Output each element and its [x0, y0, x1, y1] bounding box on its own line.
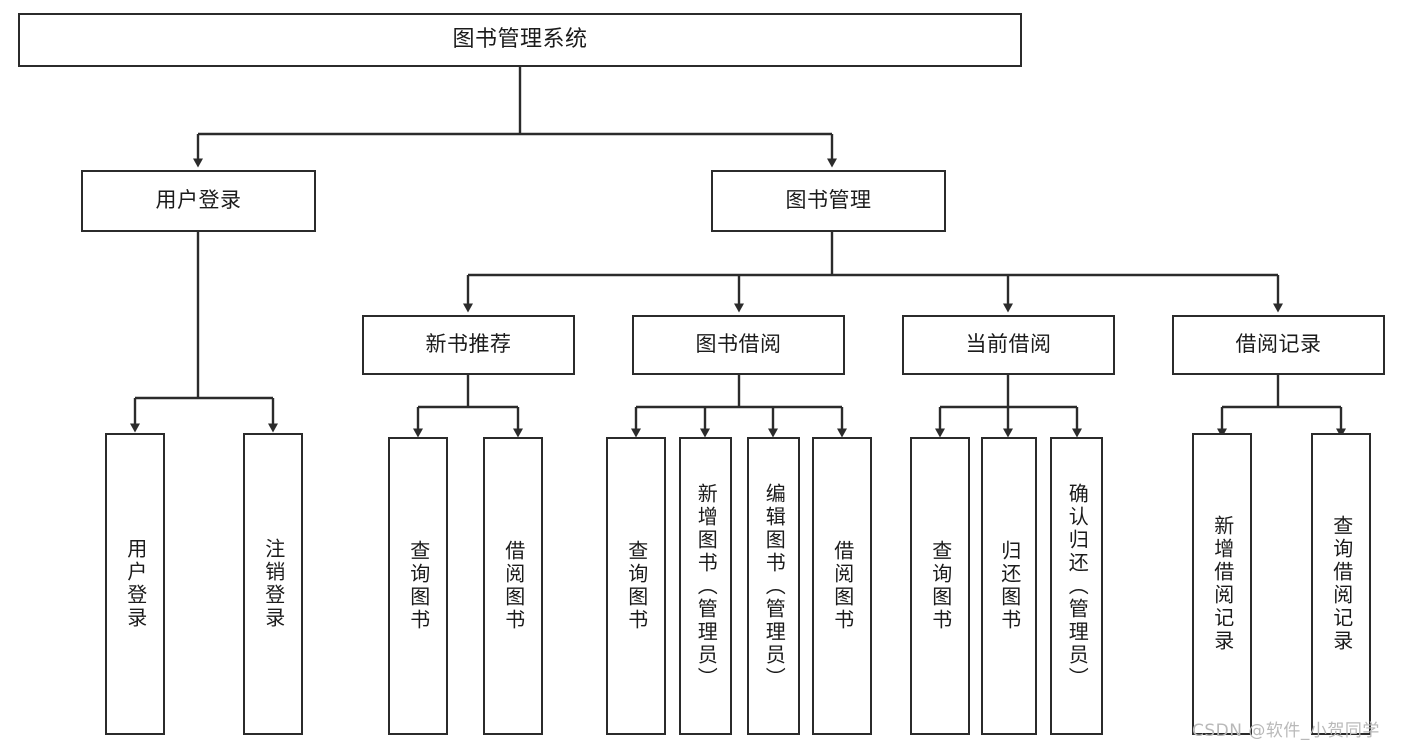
node-leaf-edit-book-admin[interactable]: 编辑图书（管理员）	[747, 437, 800, 735]
node-leaf-edit-book-admin-label: 编辑图书（管理员）	[762, 482, 787, 690]
node-leaf-borrow-book-2-label: 借阅图书	[830, 540, 855, 632]
node-leaf-query-book-3[interactable]: 查询图书	[910, 437, 970, 735]
node-leaf-logout-login[interactable]: 注销登录	[243, 433, 303, 735]
node-leaf-confirm-return-admin-label: 确认归还（管理员）	[1065, 482, 1090, 690]
node-leaf-query-borrow-record-label: 查询借阅记录	[1329, 515, 1354, 653]
node-leaf-add-borrow-record[interactable]: 新增借阅记录	[1192, 433, 1252, 735]
csdn-watermark-text: CSDN @软件_小贺同学	[1192, 721, 1380, 741]
node-leaf-query-borrow-record[interactable]: 查询借阅记录	[1311, 433, 1371, 735]
node-leaf-logout-login-label: 注销登录	[261, 538, 286, 630]
node-leaf-user-login[interactable]: 用户登录	[105, 433, 165, 735]
node-leaf-query-book-1[interactable]: 查询图书	[388, 437, 448, 735]
node-book-borrow-label: 图书借阅	[695, 332, 782, 357]
node-user-login-label: 用户登录	[155, 188, 242, 213]
node-leaf-add-book-admin-label: 新增图书（管理员）	[694, 482, 719, 690]
node-leaf-confirm-return-admin[interactable]: 确认归还（管理员）	[1050, 437, 1103, 735]
node-root-system-label: 图书管理系统	[452, 26, 588, 52]
node-leaf-query-book-2[interactable]: 查询图书	[606, 437, 666, 735]
node-leaf-add-borrow-record-label: 新增借阅记录	[1210, 515, 1235, 653]
node-leaf-return-book-label: 归还图书	[997, 540, 1022, 632]
node-current-borrow-label: 当前借阅	[965, 332, 1052, 357]
node-user-login[interactable]: 用户登录	[81, 170, 316, 232]
node-book-borrow[interactable]: 图书借阅	[632, 315, 845, 375]
node-book-management-label: 图书管理	[785, 188, 872, 213]
node-root-system[interactable]: 图书管理系统	[18, 13, 1022, 67]
node-new-book-recommend-label: 新书推荐	[425, 332, 512, 357]
node-borrow-record[interactable]: 借阅记录	[1172, 315, 1385, 375]
node-leaf-query-book-1-label: 查询图书	[406, 540, 431, 632]
node-new-book-recommend[interactable]: 新书推荐	[362, 315, 575, 375]
node-leaf-query-book-2-label: 查询图书	[624, 540, 649, 632]
node-leaf-return-book[interactable]: 归还图书	[981, 437, 1037, 735]
node-leaf-borrow-book-2[interactable]: 借阅图书	[812, 437, 872, 735]
node-borrow-record-label: 借阅记录	[1235, 332, 1322, 357]
node-leaf-borrow-book-1[interactable]: 借阅图书	[483, 437, 543, 735]
node-leaf-query-book-3-label: 查询图书	[928, 540, 953, 632]
node-book-management[interactable]: 图书管理	[711, 170, 946, 232]
node-current-borrow[interactable]: 当前借阅	[902, 315, 1115, 375]
node-leaf-add-book-admin[interactable]: 新增图书（管理员）	[679, 437, 732, 735]
csdn-watermark: CSDN @软件_小贺同学	[1192, 716, 1380, 741]
node-leaf-user-login-label: 用户登录	[123, 538, 148, 630]
node-leaf-borrow-book-1-label: 借阅图书	[501, 540, 526, 632]
